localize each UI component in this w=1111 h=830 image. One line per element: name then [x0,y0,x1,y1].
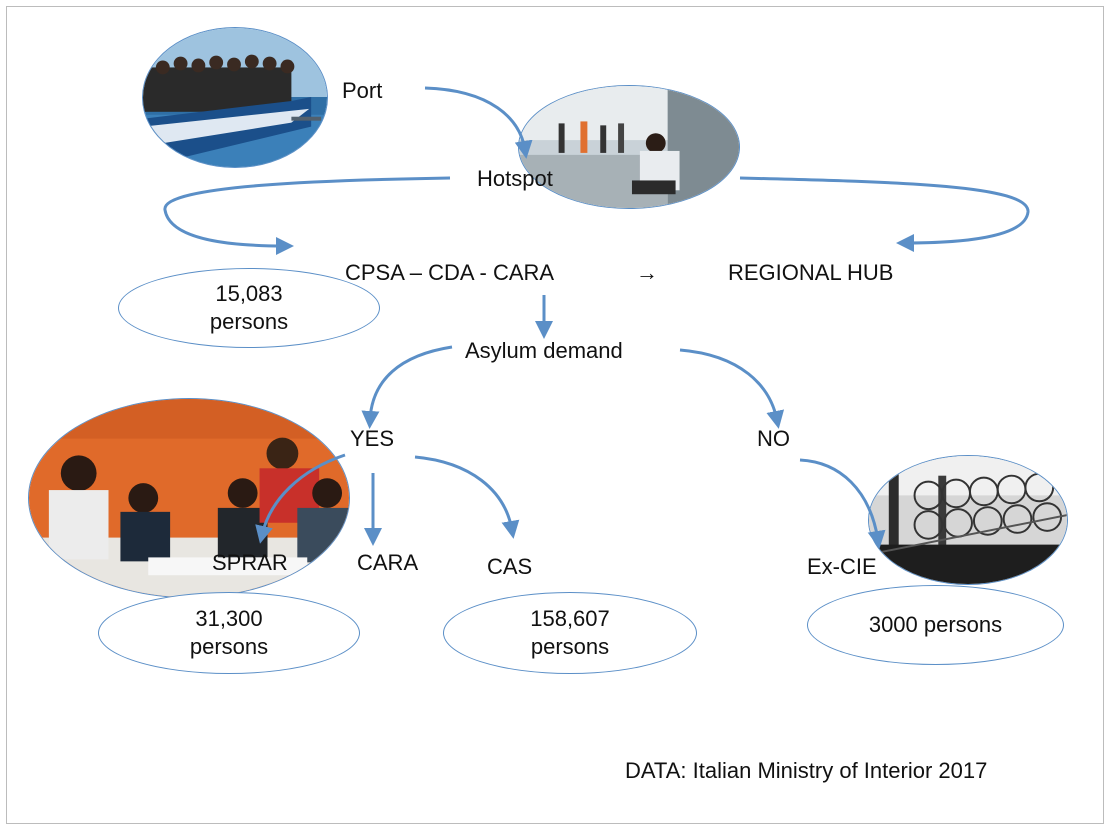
arrow-no-excie [799,458,886,549]
count-bubble-cas: 158,607 persons [443,592,697,674]
node-asylum-demand: Asylum demand [465,338,623,363]
count-cas-value: 158,607 [530,605,610,631]
node-regional-hub: REGIONAL HUB [728,260,894,285]
node-hotspot: Hotspot [477,166,553,191]
arrow-asylum-yes [361,345,453,429]
data-source: DATA: Italian Ministry of Interior 2017 [625,758,988,783]
count-excie-value: 3000 persons [868,611,1003,637]
count-cpsa-unit: persons [209,309,289,334]
arrow-port-hotspot [424,86,533,159]
count-sprar-unit: persons [189,634,269,659]
node-yes: YES [350,426,395,451]
node-ex-cie: Ex-CIE [807,554,877,579]
arrow-hotspot-cpsa [163,176,451,255]
count-sprar-value: 31,300 [195,605,263,631]
node-cpsa-cda-cara: CPSA – CDA - CARA [345,260,555,285]
arrow-yes-cas [414,455,520,539]
count-bubble-cpsa: 15,083 persons [118,268,380,348]
node-sprar: SPRAR [212,550,288,575]
slide-frame [6,6,1104,824]
count-cpsa-value: 15,083 [215,280,283,306]
arrow-symbol: → [636,260,658,285]
node-port: Port [342,78,383,103]
migrant-boat-photo [142,27,328,168]
count-cas-unit: persons [530,634,610,659]
arrow-asylum-no [679,348,785,429]
arrow-yes-sprar [255,453,346,544]
node-cas: CAS [487,554,533,579]
node-no: NO [757,426,790,451]
node-cara: CARA [357,550,419,575]
count-bubble-sprar: 31,300 persons [98,592,360,674]
count-bubble-excie: 3000 persons [807,585,1064,665]
arrow-hotspot-regional [739,176,1030,252]
